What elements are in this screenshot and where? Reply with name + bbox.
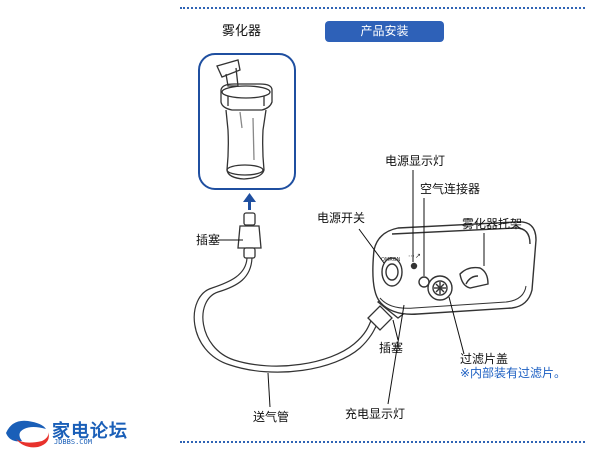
power-switch-label: 电源开关 — [317, 211, 366, 225]
arrow-up-icon — [243, 193, 256, 210]
upper-plug — [237, 212, 262, 259]
air-tube — [193, 257, 379, 373]
nebulizer-title: 雾化器 — [222, 24, 262, 39]
watermark-name: 家电论坛 — [52, 421, 128, 442]
plug-top-label: 插塞 — [196, 233, 221, 247]
power-light-label: 电源显示灯 — [385, 154, 446, 168]
air-connector-label: 空气连接器 — [420, 182, 481, 196]
nebulizer-icon — [216, 59, 273, 180]
filter-cover-label: 过滤片盖 — [460, 352, 509, 366]
plug-bottom-label: 插塞 — [379, 341, 404, 355]
leader-lines — [218, 170, 485, 408]
holder-label: 雾化器托架 — [462, 217, 523, 231]
charge-light-label: 充电显示灯 — [345, 407, 406, 421]
device-brand: OMRON — [381, 257, 401, 263]
section-badge: 产品安装 — [325, 21, 444, 42]
watermark-url: JDBBS.COM — [54, 438, 92, 446]
svg-text:⋯↗: ⋯↗ — [408, 252, 421, 260]
site-logo-icon — [6, 420, 49, 448]
filter-note-label: ※内部装有过滤片。 — [460, 366, 567, 380]
bottom-divider — [180, 441, 585, 443]
top-divider — [180, 7, 585, 9]
nebulizer-frame — [198, 53, 296, 190]
tube-label: 送气管 — [253, 410, 290, 424]
compressor-device — [372, 221, 537, 315]
